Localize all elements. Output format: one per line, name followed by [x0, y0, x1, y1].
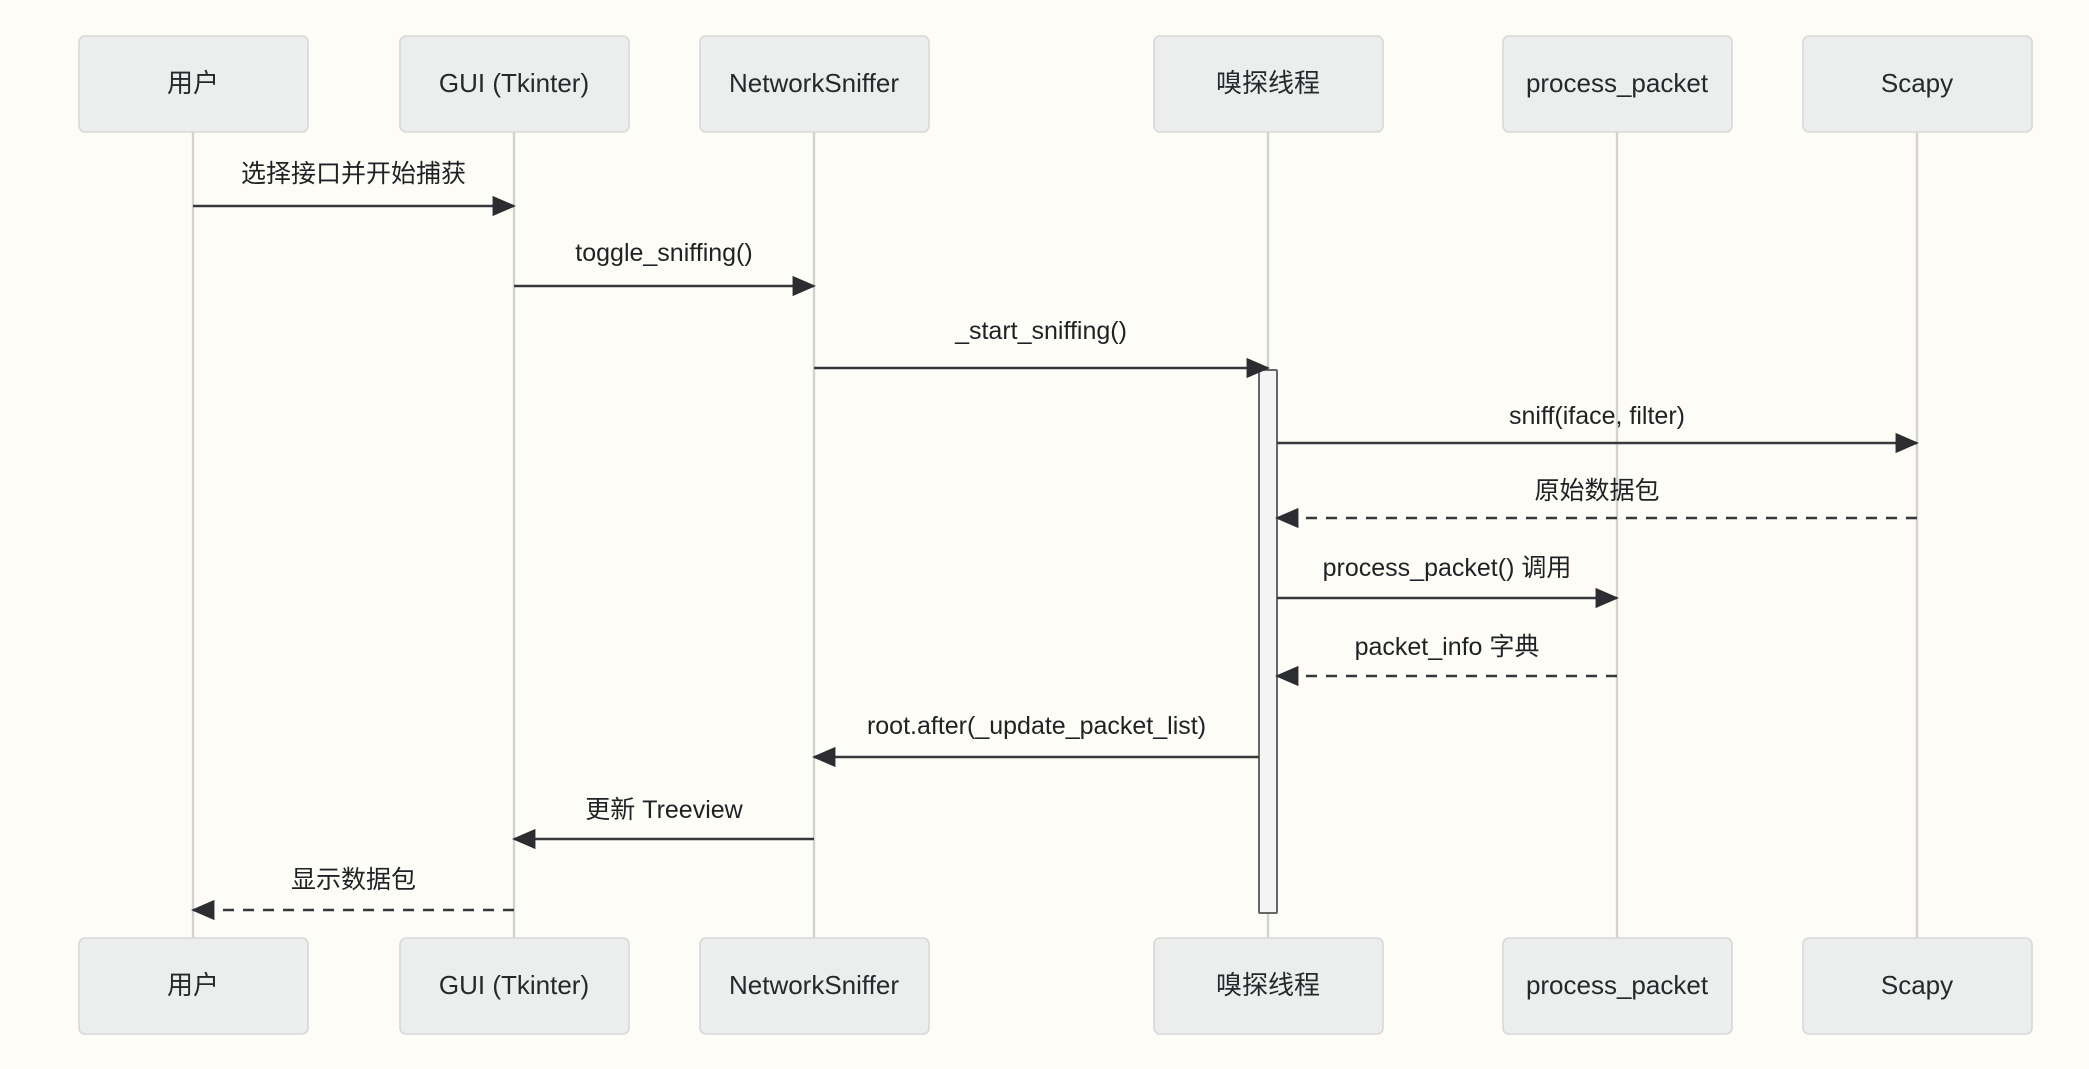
message-9: 更新 Treeview [512, 796, 814, 850]
message-4: sniff(iface, filter) [1277, 402, 1919, 454]
participant-box-thread[interactable] [1153, 35, 1384, 133]
participant-top-process[interactable]: process_packet [1502, 35, 1733, 133]
message-label-2: toggle_sniffing() [575, 239, 752, 267]
participant-label-gui: GUI (Tkinter) [439, 68, 589, 98]
participant-label-scapy: Scapy [1881, 68, 1953, 98]
participant-box-scapy[interactable] [1802, 35, 2033, 133]
lifelines-layer [191, 132, 1919, 938]
participant-box-sniffer[interactable] [699, 937, 930, 1035]
message-label-3: _start_sniffing() [954, 317, 1127, 345]
participant-label-process: process_packet [1526, 68, 1709, 98]
message-label-5: 原始数据包 [1534, 477, 1659, 505]
activation-bar-thread [1258, 369, 1278, 914]
participant-label-scapy: Scapy [1881, 970, 1953, 1000]
participant-label-user: 用户 [167, 970, 219, 1000]
participant-top-thread[interactable]: 嗅探线程 [1153, 35, 1384, 133]
participant-top-scapy[interactable]: Scapy [1802, 35, 2033, 133]
participant-box-user[interactable] [78, 937, 309, 1035]
messages-layer: 选择接口并开始捕获 toggle_sniffing() _start_sniffin… [191, 160, 1919, 921]
message-label-8: root.after(_update_packet_list) [867, 712, 1206, 740]
message-1: 选择接口并开始捕获 [193, 160, 516, 217]
participant-box-process[interactable] [1502, 35, 1733, 133]
participant-bottom-scapy[interactable]: Scapy [1802, 937, 2033, 1035]
participant-label-sniffer: NetworkSniffer [729, 970, 899, 1000]
participant-label-sniffer: NetworkSniffer [729, 68, 899, 98]
participant-top-sniffer[interactable]: NetworkSniffer [699, 35, 930, 133]
participant-label-process: process_packet [1526, 970, 1709, 1000]
message-label-10: 显示数据包 [291, 866, 416, 894]
participant-bottom-thread[interactable]: 嗅探线程 [1153, 937, 1384, 1035]
participant-box-gui[interactable] [399, 937, 630, 1035]
message-label-4: sniff(iface, filter) [1509, 402, 1685, 430]
participant-label-user: 用户 [167, 68, 219, 98]
participant-box-thread[interactable] [1153, 937, 1384, 1035]
message-label-7: packet_info 字典 [1355, 633, 1540, 661]
participant-box-sniffer[interactable] [699, 35, 930, 133]
participant-label-thread: 嗅探线程 [1216, 970, 1320, 1000]
message-2: toggle_sniffing() [514, 239, 816, 297]
participant-bottom-process[interactable]: process_packet [1502, 937, 1733, 1035]
participant-box-scapy[interactable] [1802, 937, 2033, 1035]
participant-box-gui[interactable] [399, 35, 630, 133]
participant-top-gui[interactable]: GUI (Tkinter) [399, 35, 630, 133]
participant-bottom-sniffer[interactable]: NetworkSniffer [699, 937, 930, 1035]
activations-layer [1258, 369, 1278, 914]
participant-bottom-user[interactable]: 用户 [78, 937, 309, 1035]
message-7: packet_info 字典 [1275, 633, 1617, 687]
participant-top-user[interactable]: 用户 [78, 35, 309, 133]
message-6: process_packet() 调用 [1277, 554, 1619, 609]
message-label-1: 选择接口并开始捕获 [241, 160, 466, 188]
message-3: _start_sniffing() [814, 317, 1270, 379]
participant-box-process[interactable] [1502, 937, 1733, 1035]
message-8: root.after(_update_packet_list) [812, 712, 1259, 768]
message-10: 显示数据包 [191, 866, 514, 921]
message-label-9: 更新 Treeview [585, 796, 743, 824]
participant-box-user[interactable] [78, 35, 309, 133]
message-5: 原始数据包 [1275, 477, 1917, 529]
participant-label-thread: 嗅探线程 [1216, 68, 1320, 98]
participant-label-gui: GUI (Tkinter) [439, 970, 589, 1000]
participant-bottom-gui[interactable]: GUI (Tkinter) [399, 937, 630, 1035]
actors-layer: 用户 GUI (Tkinter) NetworkSniffer 嗅探线程 process… [78, 35, 2033, 1035]
message-label-6: process_packet() 调用 [1323, 554, 1572, 582]
